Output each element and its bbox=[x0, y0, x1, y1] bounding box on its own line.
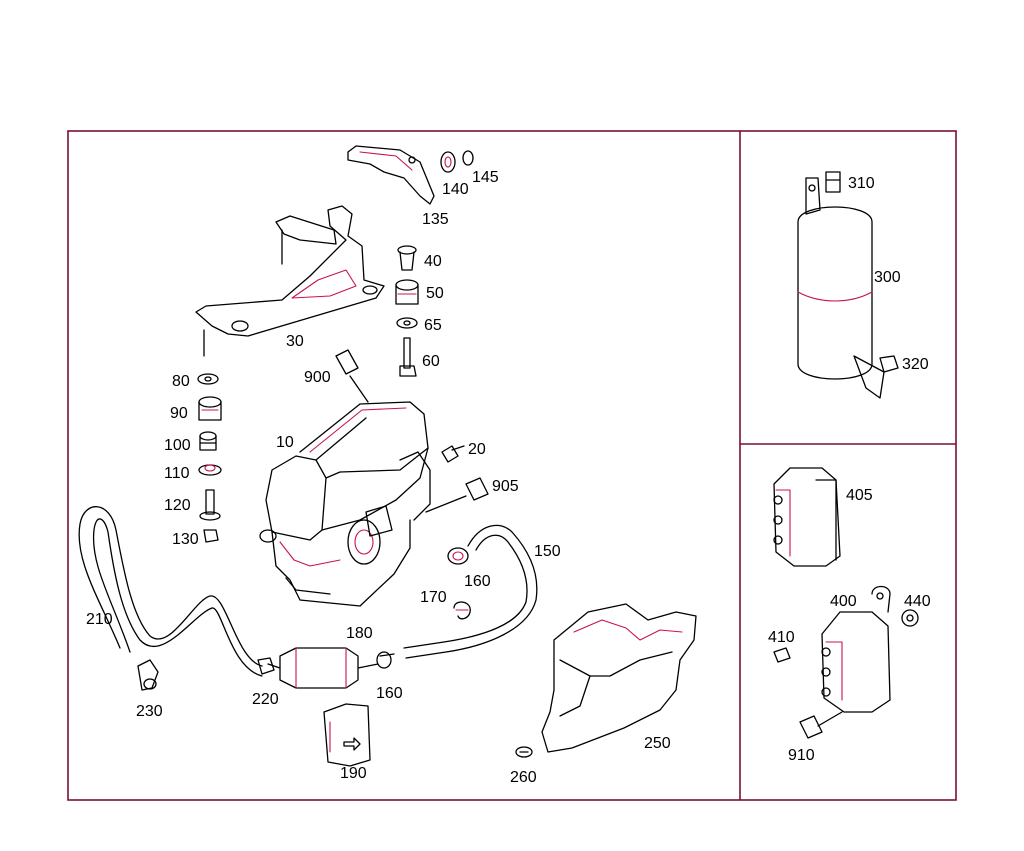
label-135: 135 bbox=[422, 211, 449, 228]
label-405: 405 bbox=[846, 487, 873, 504]
part-135-bracket bbox=[347, 145, 435, 205]
part-80-washer bbox=[197, 373, 219, 385]
part-100-spring bbox=[199, 431, 217, 451]
label-910: 910 bbox=[788, 747, 815, 764]
part-150-hose bbox=[403, 524, 538, 659]
label-80: 80 bbox=[172, 373, 190, 390]
label-300: 300 bbox=[874, 269, 901, 286]
label-90: 90 bbox=[170, 405, 188, 422]
diagram-frame bbox=[67, 130, 957, 801]
label-180: 180 bbox=[346, 625, 373, 642]
label-410: 410 bbox=[768, 629, 795, 646]
part-910-label bbox=[799, 711, 843, 739]
label-140: 140 bbox=[442, 181, 469, 198]
part-90-rubber-bearing bbox=[198, 396, 222, 421]
label-145: 145 bbox=[472, 169, 499, 186]
part-65-washer bbox=[396, 317, 418, 329]
part-320-nut bbox=[879, 355, 899, 373]
label-160a: 160 bbox=[464, 573, 491, 590]
part-410-fitting bbox=[773, 647, 791, 663]
label-400: 400 bbox=[830, 593, 857, 610]
part-160b-clamp bbox=[376, 651, 395, 669]
part-300-reservoir bbox=[797, 177, 885, 399]
part-400-valve-block bbox=[821, 585, 891, 713]
label-20: 20 bbox=[468, 441, 486, 458]
part-210-hose bbox=[78, 506, 263, 677]
part-10-compressor bbox=[259, 401, 431, 607]
label-210: 210 bbox=[86, 611, 113, 628]
part-260-screw bbox=[515, 746, 533, 758]
label-250: 250 bbox=[644, 735, 671, 752]
label-65: 65 bbox=[424, 317, 442, 334]
part-50-rubber-mount bbox=[395, 279, 419, 305]
part-180-filter bbox=[267, 647, 379, 689]
label-30: 30 bbox=[286, 333, 304, 350]
part-900-label bbox=[335, 349, 369, 403]
label-120: 120 bbox=[164, 497, 191, 514]
part-145-nut bbox=[462, 150, 474, 166]
label-110: 110 bbox=[164, 465, 190, 482]
part-310-fitting bbox=[825, 171, 841, 193]
label-440: 440 bbox=[904, 593, 931, 610]
label-220: 220 bbox=[252, 691, 279, 708]
label-150: 150 bbox=[534, 543, 561, 560]
label-905: 905 bbox=[492, 478, 519, 495]
part-440-nut bbox=[901, 609, 919, 627]
part-130-nut bbox=[203, 529, 219, 543]
label-60: 60 bbox=[422, 353, 440, 370]
label-320: 320 bbox=[902, 356, 929, 373]
part-220-connector bbox=[257, 657, 275, 675]
label-900: 900 bbox=[304, 369, 331, 386]
label-50: 50 bbox=[426, 285, 444, 302]
part-60-bolt bbox=[399, 337, 417, 377]
label-190: 190 bbox=[340, 765, 367, 782]
label-310: 310 bbox=[848, 175, 875, 192]
label-160b: 160 bbox=[376, 685, 403, 702]
label-130: 130 bbox=[172, 531, 199, 548]
part-190-housing bbox=[323, 703, 371, 767]
part-120-bolt bbox=[199, 489, 221, 521]
part-30-bracket bbox=[195, 205, 385, 357]
part-110-ring bbox=[198, 464, 222, 476]
part-170-clamp bbox=[453, 601, 471, 620]
part-number-labels: 10 20 30 40 50 60 65 80 90 100 110 120 1… bbox=[86, 169, 931, 786]
label-260: 260 bbox=[510, 769, 537, 786]
part-40-sleeve bbox=[397, 245, 417, 271]
part-250-cover bbox=[541, 603, 697, 753]
part-20-fitting bbox=[441, 445, 465, 463]
label-10: 10 bbox=[276, 434, 294, 451]
label-230: 230 bbox=[136, 703, 163, 720]
part-405-valve-block bbox=[773, 467, 841, 567]
part-160a-clamp bbox=[447, 547, 469, 565]
label-100: 100 bbox=[164, 437, 191, 454]
part-230-clip bbox=[137, 659, 159, 691]
label-170: 170 bbox=[420, 589, 447, 606]
part-905-label bbox=[425, 477, 489, 513]
part-140-grommet bbox=[440, 151, 456, 173]
label-40: 40 bbox=[424, 253, 442, 270]
